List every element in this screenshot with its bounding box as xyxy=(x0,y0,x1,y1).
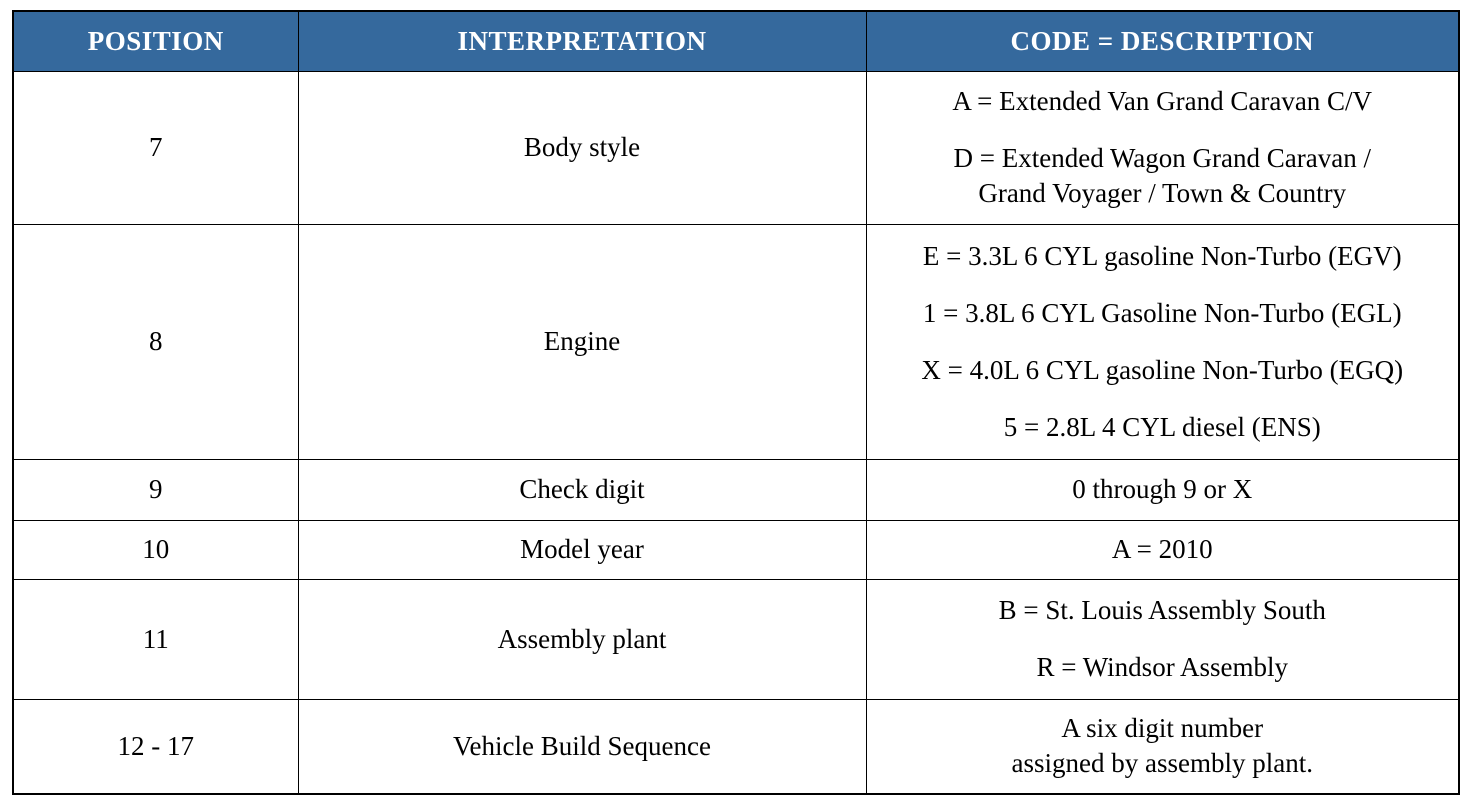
code-entry: 5 = 2.8L 4 CYL diesel (ENS) xyxy=(877,410,1449,445)
codes-cell: A six digit number assigned by assembly p… xyxy=(865,698,1460,795)
code-line: Grand Voyager / Town & Country xyxy=(978,178,1347,208)
interpretation-cell: Vehicle Build Sequence xyxy=(297,698,867,795)
codes-cell: E = 3.3L 6 CYL gasoline Non-Turbo (EGV) 1… xyxy=(865,223,1460,460)
code-line: A six digit number xyxy=(1061,713,1264,744)
code-entry: X = 4.0L 6 CYL gasoline Non-Turbo (EGQ) xyxy=(877,353,1449,388)
code-entry: A = Extended Van Grand Caravan C/V xyxy=(877,84,1449,119)
code-line: X = 4.0L 6 CYL gasoline Non-Turbo (EGQ) xyxy=(921,354,1404,385)
code-entry: E = 3.3L 6 CYL gasoline Non-Turbo (EGV) xyxy=(877,239,1449,274)
interpretation-cell: Body style xyxy=(297,70,867,225)
codes-cell: A = Extended Van Grand Caravan C/V D = Ex… xyxy=(865,70,1460,225)
code-line: A = Extended Van Grand Caravan C/V xyxy=(952,86,1373,116)
position-cell: 10 xyxy=(12,519,299,580)
codes-cell: B = St. Louis Assembly South R = Windsor … xyxy=(865,578,1460,700)
code-line: 5 = 2.8L 4 CYL diesel (ENS) xyxy=(1003,411,1321,442)
column-header-position: POSITION xyxy=(12,10,299,72)
code-entry: 0 through 9 or X xyxy=(877,472,1449,507)
code-entry: B = St. Louis Assembly South xyxy=(877,593,1449,628)
codes-cell: A = 2010 xyxy=(865,519,1460,580)
code-line: R = Windsor Assembly xyxy=(1036,652,1288,682)
position-cell: 11 xyxy=(12,578,299,700)
header-row: POSITION INTERPRETATION CODE = DESCRIPTI… xyxy=(12,10,1460,72)
interpretation-cell: Model year xyxy=(297,519,867,580)
code-entry: A = 2010 xyxy=(877,532,1449,567)
code-entry: 1 = 3.8L 6 CYL Gasoline Non-Turbo (EGL) xyxy=(877,296,1449,331)
code-line: assigned by assembly plant. xyxy=(1011,748,1313,779)
position-cell: 8 xyxy=(12,223,299,460)
code-line: E = 3.3L 6 CYL gasoline Non-Turbo (EGV) xyxy=(922,240,1402,271)
code-line: D = Extended Wagon Grand Caravan / xyxy=(953,143,1371,173)
code-entry: A six digit number assigned by assembly p… xyxy=(877,711,1449,781)
code-line: B = St. Louis Assembly South xyxy=(998,595,1326,625)
code-line: 0 through 9 or X xyxy=(1072,474,1253,504)
code-line: 1 = 3.8L 6 CYL Gasoline Non-Turbo (EGL) xyxy=(922,297,1402,328)
interpretation-cell: Engine xyxy=(297,223,867,460)
position-cell: 12 - 17 xyxy=(12,698,299,795)
code-entry: R = Windsor Assembly xyxy=(877,650,1449,685)
codes-cell: 0 through 9 or X xyxy=(865,458,1460,521)
interpretation-cell: Assembly plant xyxy=(297,578,867,700)
position-cell: 7 xyxy=(12,70,299,225)
interpretation-cell: Check digit xyxy=(297,458,867,521)
table-header: POSITION INTERPRETATION CODE = DESCRIPTI… xyxy=(12,10,1460,72)
code-line: A = 2010 xyxy=(1111,534,1213,564)
code-entry: D = Extended Wagon Grand Caravan / Grand … xyxy=(877,141,1449,211)
column-header-code-description: CODE = DESCRIPTION xyxy=(865,10,1460,72)
position-cell: 9 xyxy=(12,458,299,521)
vin-position-table: POSITION INTERPRETATION CODE = DESCRIPTI… xyxy=(12,10,1460,795)
column-header-interpretation: INTERPRETATION xyxy=(297,10,867,72)
